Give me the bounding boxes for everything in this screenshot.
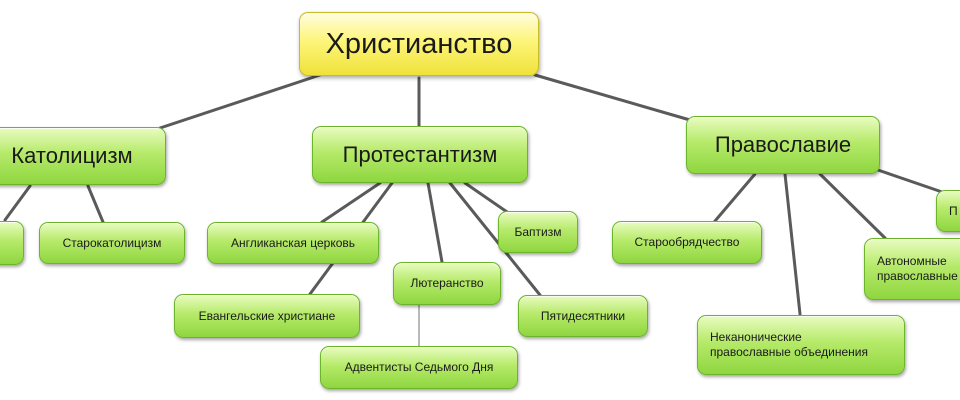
connector-orthodoxy-clipped xyxy=(876,168,947,195)
node-noncanonical[interactable]: Неканонические православные объединения xyxy=(697,315,905,375)
node-pentecostals-label: Пятидесятники xyxy=(540,308,626,323)
node-anglican-church[interactable]: Англиканская церковь xyxy=(207,222,379,264)
node-adventists-label: Адвентисты Седьмого Дня xyxy=(344,360,494,374)
node-christianity[interactable]: Христианство xyxy=(299,12,539,76)
node-autonomous-line1: Автономные xyxy=(877,254,947,268)
connector-orthodoxy-autonomous xyxy=(818,172,887,240)
node-orthodoxy[interactable]: Православие xyxy=(686,116,880,174)
node-old-catholicism[interactable]: Старокатолицизм xyxy=(39,222,185,264)
node-protestantism-label: Протестантизм xyxy=(342,141,498,167)
node-old-believers-label: Старообрядчество xyxy=(634,235,740,249)
node-protestantism[interactable]: Протестантизм xyxy=(312,126,528,183)
node-baptism[interactable]: Баптизм xyxy=(498,211,578,253)
node-noncanonical-line1: Неканонические xyxy=(710,330,802,344)
node-evangelical-christians[interactable]: Евангельские христиане xyxy=(174,294,360,338)
node-lutheranism-label: Лютеранство xyxy=(410,276,484,290)
node-adventists[interactable]: Адвентисты Седьмого Дня xyxy=(320,346,518,389)
node-pentecostals[interactable]: Пятидесятники xyxy=(518,295,648,337)
connector-catholicism-unnamed xyxy=(3,184,32,222)
node-noncanonical-text: Неканонические православные объединения xyxy=(710,330,868,360)
node-anglican-church-label: Англиканская церковь xyxy=(230,235,356,250)
connector-orthodoxy-oldbelievers xyxy=(713,172,757,223)
node-autonomous-text: Автономные православные xyxy=(877,254,958,284)
connector-protestantism-lutheranism xyxy=(426,181,444,264)
node-autonomous[interactable]: Автономные православные xyxy=(864,238,960,300)
node-old-catholicism-label: Старокатолицизм xyxy=(62,235,162,250)
node-catholicism-unnamed[interactable] xyxy=(0,221,24,265)
node-old-believers[interactable]: Старообрядчество xyxy=(612,221,762,264)
node-catholicism-label: Католицизм xyxy=(11,143,133,169)
node-lutheranism[interactable]: Лютеранство xyxy=(393,262,501,305)
node-orthodoxy-clipped-label: П xyxy=(949,203,958,218)
connector-protestantism-anglican xyxy=(320,181,382,224)
connector-catholicism-oldcatholic xyxy=(86,184,105,224)
node-christianity-label: Христианство xyxy=(325,27,513,60)
node-baptism-label: Баптизм xyxy=(514,224,562,239)
node-noncanonical-line2: православные объединения xyxy=(710,345,868,359)
connector-protestantism-baptism xyxy=(463,181,512,216)
node-autonomous-line2: православные xyxy=(877,269,958,283)
node-evangelical-christians-label: Евангельские христиане xyxy=(198,308,336,323)
node-orthodoxy-label: Православие xyxy=(714,132,852,158)
connector-protestantism-pentecostals xyxy=(448,181,542,297)
node-catholicism[interactable]: Католицизм xyxy=(0,127,166,185)
connector-root-catholicism xyxy=(158,73,322,130)
connector-root-orthodoxy xyxy=(533,73,692,122)
connector-orthodoxy-noncanonical xyxy=(783,172,802,316)
node-orthodoxy-clipped[interactable]: П xyxy=(936,190,960,232)
